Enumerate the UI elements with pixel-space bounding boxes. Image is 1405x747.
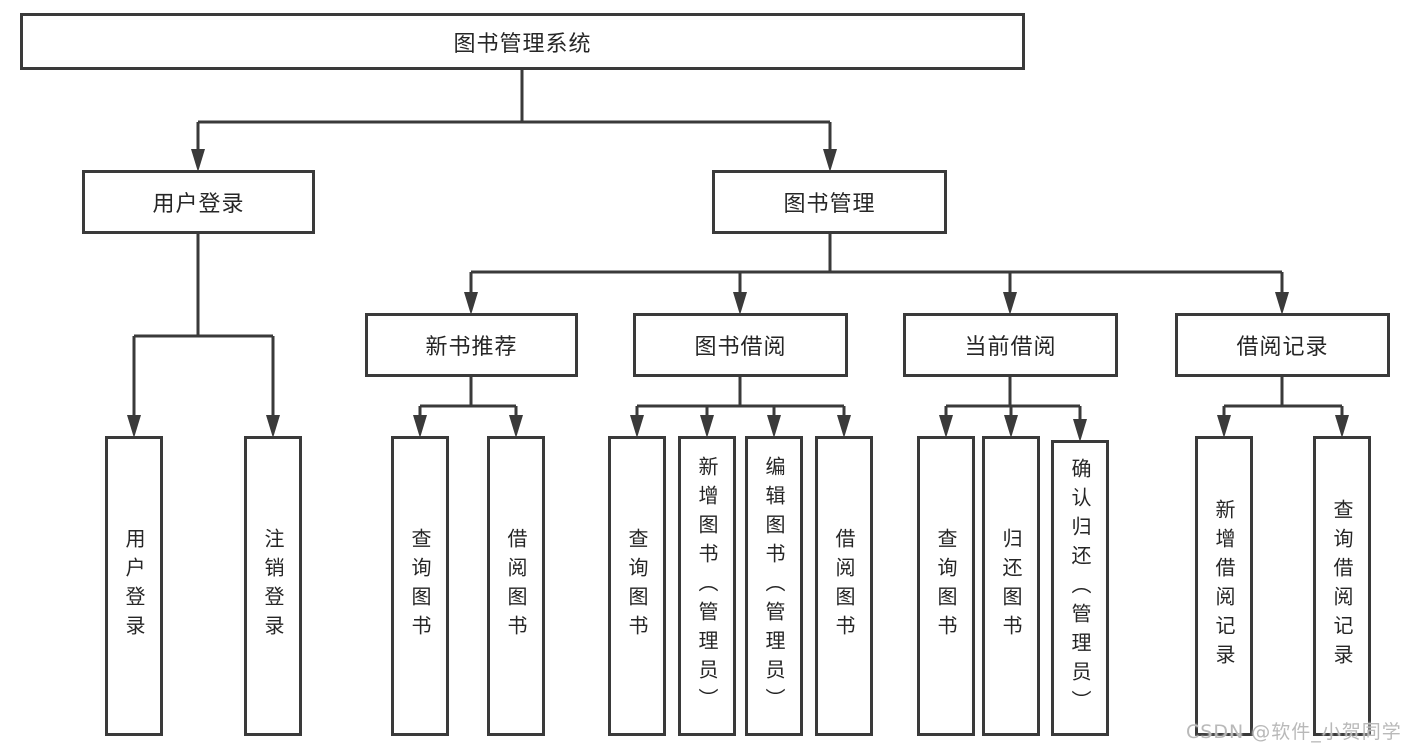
leaf-label: 用户登录 (122, 528, 146, 644)
leaf-label: 确认归还（管理员） (1068, 457, 1092, 719)
leaf-label: 查询借阅记录 (1330, 499, 1354, 673)
leaf-label: 归还图书 (999, 528, 1023, 644)
node-current-borrowing: 当前借阅 (903, 313, 1118, 377)
leaf-borrow-books-recommend: 借阅图书 (487, 436, 545, 736)
leaf-label: 注销登录 (261, 528, 285, 644)
leaf-label: 查询图书 (408, 528, 432, 644)
leaf-query-books-recommend: 查询图书 (391, 436, 449, 736)
leaf-label: 新增图书（管理员） (695, 455, 719, 717)
leaf-label: 借阅图书 (832, 528, 856, 644)
node-book-management-branch: 图书管理 (712, 170, 947, 234)
node-borrow-records: 借阅记录 (1175, 313, 1390, 377)
leaf-label: 新增借阅记录 (1212, 499, 1236, 673)
leaf-query-books-borrowing: 查询图书 (608, 436, 666, 736)
leaf-user-login: 用户登录 (105, 436, 163, 736)
node-root-system: 图书管理系统 (20, 13, 1025, 70)
node-new-book-recommend: 新书推荐 (365, 313, 578, 377)
leaf-add-borrow-record: 新增借阅记录 (1195, 436, 1253, 736)
leaf-logout: 注销登录 (244, 436, 302, 736)
leaf-borrow-books: 借阅图书 (815, 436, 873, 736)
leaf-add-books-admin: 新增图书（管理员） (678, 436, 736, 736)
leaf-label: 查询图书 (625, 528, 649, 644)
leaf-label: 编辑图书（管理员） (762, 455, 786, 717)
leaf-query-borrow-record: 查询借阅记录 (1313, 436, 1371, 736)
node-book-borrowing: 图书借阅 (633, 313, 848, 377)
leaf-label: 借阅图书 (504, 528, 528, 644)
csdn-watermark: CSDN @软件_小贺同学 (1186, 721, 1402, 743)
leaf-label: 查询图书 (934, 528, 958, 644)
node-user-login-branch: 用户登录 (82, 170, 315, 234)
leaf-edit-books-admin: 编辑图书（管理员） (745, 436, 803, 736)
leaf-query-books-current: 查询图书 (917, 436, 975, 736)
leaf-confirm-return-admin: 确认归还（管理员） (1051, 440, 1109, 736)
leaf-return-books: 归还图书 (982, 436, 1040, 736)
